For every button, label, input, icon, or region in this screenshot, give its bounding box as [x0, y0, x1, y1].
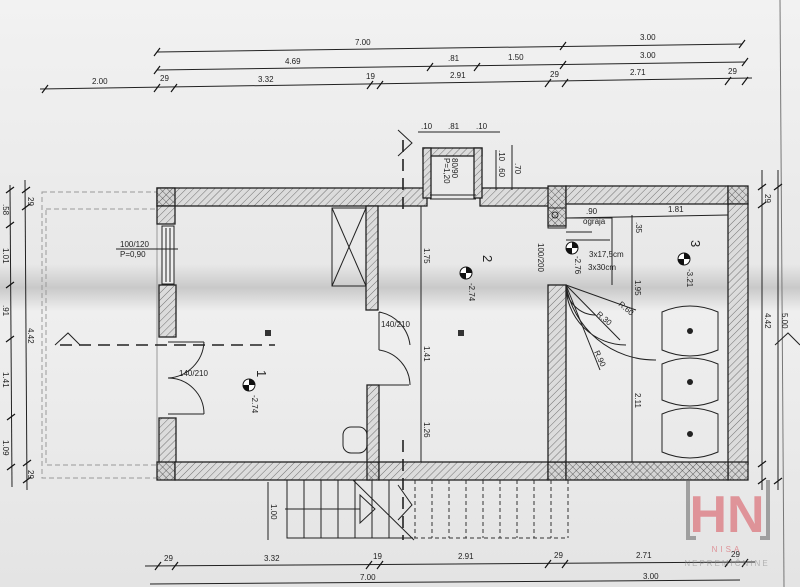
dim-label: 29 [728, 67, 737, 76]
section-arrow-icon [774, 332, 800, 346]
railing-label: ograja [583, 217, 606, 226]
level-label: -3.21 [685, 269, 694, 288]
dim-label: .60 [497, 166, 506, 178]
shaft [331, 207, 367, 287]
room-number: 1 [254, 370, 269, 377]
dim-label: 3.00 [640, 33, 656, 42]
dim-label: 2.71 [636, 551, 652, 560]
dim-label: 2.11 [633, 393, 642, 409]
dim-label: 4.69 [285, 57, 301, 66]
room-number: 2 [480, 255, 495, 262]
dim-label: .35 [634, 222, 643, 234]
level-label: -2.74 [467, 283, 476, 302]
dim-label: 3.00 [643, 572, 659, 581]
dim-label: 1.50 [508, 53, 524, 62]
dim-label: 1.09 [1, 440, 10, 456]
dim-label: .81 [448, 122, 460, 131]
dim-label: .90 [586, 207, 598, 216]
dim-label: 5.00 [780, 313, 789, 329]
dim-label: 29 [554, 551, 563, 560]
right-dimensions: 29 4.42 5.00 [757, 170, 789, 490]
room-1: 1 -2.74 [242, 370, 269, 414]
left-dimensions: .58 1.01 .91 1.41 1.09 29 4.42 29 [1, 179, 35, 491]
dim-label: 1.26 [422, 422, 431, 438]
door-label: 100/200 [536, 243, 545, 272]
opening-labels: 100/120 P=0,90 140/210 140/210 80/90 P=1… [116, 158, 636, 378]
dim-label: 29 [164, 554, 173, 563]
dim-label: .81 [448, 54, 460, 63]
dim-label: 1.01 [1, 248, 10, 264]
dim-label: 3.32 [264, 554, 280, 563]
logo-text: HN [689, 486, 764, 544]
door-label: 140/210 [381, 320, 410, 329]
dim-label: .70 [513, 163, 522, 175]
room-number: 3 [688, 240, 703, 247]
dim-label: 1.41 [1, 372, 10, 388]
dim-label: 29 [731, 550, 740, 559]
section-arrow-icon [397, 484, 413, 521]
dim-label: 29 [763, 194, 772, 203]
dim-label: 2.71 [630, 68, 646, 77]
dim-label: .10 [421, 122, 433, 131]
dim-label: 2.91 [450, 71, 466, 80]
dim-label: 2.91 [458, 552, 474, 561]
bathtubs [661, 305, 719, 459]
dim-label: .58 [1, 204, 10, 216]
dim-label: 29 [26, 470, 35, 479]
dim-label: .91 [1, 305, 10, 317]
level-label: -2.74 [250, 395, 259, 414]
window-label: 100/120 [120, 240, 149, 249]
door-label: 140/210 [179, 369, 208, 378]
stair-level: -2.76 [565, 241, 582, 275]
dim-label: 3.32 [258, 75, 274, 84]
exterior-stairs [285, 479, 569, 541]
floor-drain-icon [265, 330, 271, 336]
interior-dimensions: 1.75 1.41 1.26 1.95 2.11 .90 1.81 .35 1.… [267, 122, 729, 540]
room-2: 2 -2.74 [459, 255, 495, 302]
dim-label: 19 [366, 72, 375, 81]
watermark-logo: HN NISA NEPREMIČNINE [684, 480, 770, 568]
dim-label: 29 [550, 70, 559, 79]
room-3: 3 -3.21 [677, 240, 703, 288]
dim-label: 4.42 [26, 328, 35, 344]
openings [161, 194, 476, 415]
logo-name: NISA [712, 545, 743, 554]
logo-tagline: NEPREMIČNINE [684, 559, 769, 568]
dim-label: 29 [160, 74, 169, 83]
window-label: 80/90 [450, 158, 459, 179]
dim-label: .10 [476, 122, 488, 131]
window-sill-label: P=0,90 [120, 250, 146, 259]
level-label: -2.76 [573, 256, 582, 275]
dim-label: 1.75 [422, 248, 431, 264]
stair-label: 3x30cm [588, 263, 616, 272]
walls [156, 147, 749, 481]
top-dimensions: 7.00 3.00 4.69 .81 1.50 3.00 2.00 29 3.3… [39, 33, 753, 94]
dim-label: 1.41 [422, 346, 431, 362]
section-arrow-icon [54, 332, 81, 346]
bottom-dimensions: 29 3.32 19 2.91 29 2.71 29 7.00 3.00 [144, 550, 756, 585]
dim-label: 7.00 [360, 573, 376, 582]
dim-label: .10 [497, 150, 506, 162]
dim-label: 7.00 [355, 38, 371, 47]
floor-drain-icon [458, 330, 464, 336]
window-sill-label: P=1,20 [442, 158, 451, 184]
paper-edge [779, 0, 785, 587]
dim-label: 1.95 [633, 280, 642, 296]
dim-label: 4.42 [763, 313, 772, 329]
stair-label: 3x17,5cm [589, 250, 624, 259]
dim-label: 3.00 [640, 51, 656, 60]
dim-label: 2.00 [92, 77, 108, 86]
dim-label: 1.81 [668, 205, 684, 214]
dim-label: 19 [373, 552, 382, 561]
dim-label: 1.00 [269, 504, 278, 520]
dim-label: 29 [26, 197, 35, 206]
section-arrow-icon [397, 129, 413, 157]
toilet-icon [342, 426, 368, 454]
